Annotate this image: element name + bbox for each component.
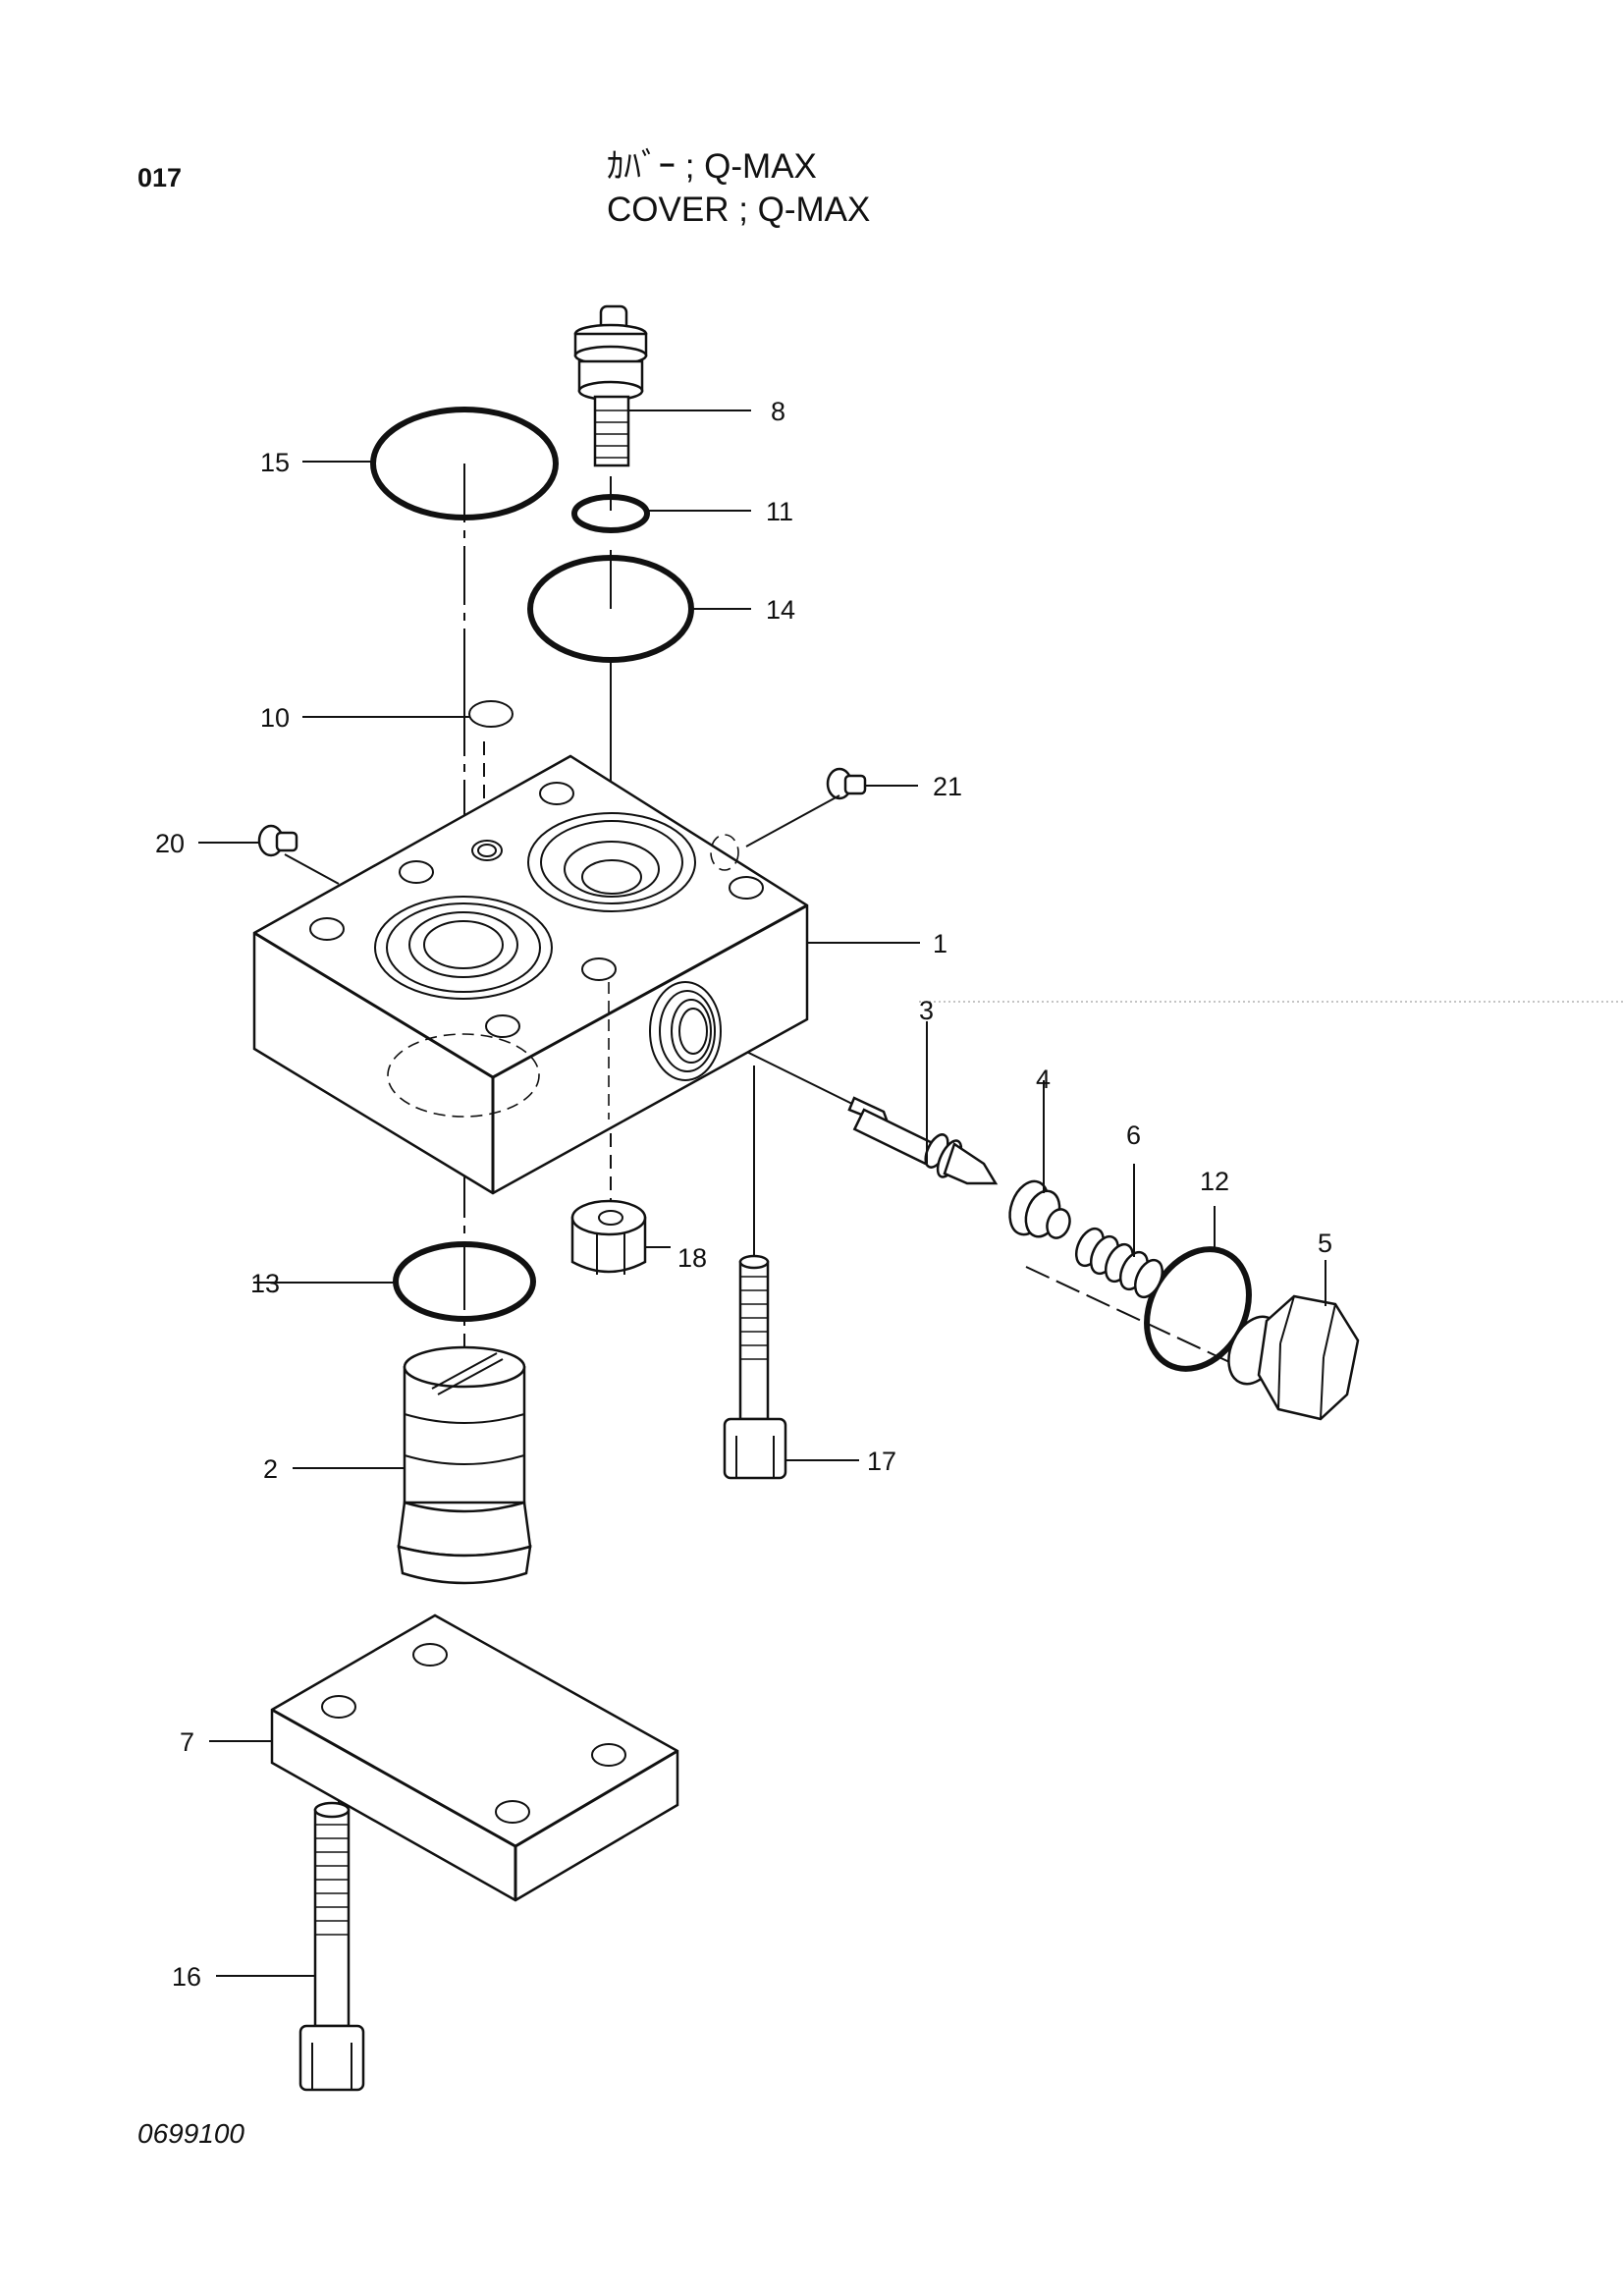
- callout-16: 16: [172, 1962, 201, 1992]
- part-4-seat: [1008, 1179, 1071, 1239]
- part-20-plug: [257, 824, 298, 857]
- callout-10: 10: [260, 703, 290, 733]
- part-15-o-ring: [370, 407, 559, 520]
- callout-11: 11: [766, 497, 793, 526]
- part-17-bolt: [723, 1254, 787, 1480]
- callout-3: 3: [919, 996, 934, 1025]
- callout-12: 12: [1200, 1167, 1229, 1196]
- part-2-plunger: [397, 1345, 532, 1585]
- part-7-plate: [270, 1613, 679, 1902]
- page-number: 017: [137, 163, 183, 192]
- title-block: ｶﾊﾞｰ ; Q-MAX COVER ; Q-MAX: [607, 145, 870, 232]
- part-5-hex-plug: [1227, 1294, 1360, 1421]
- callout-15: 15: [260, 448, 290, 477]
- callout-7: 7: [180, 1727, 194, 1757]
- callout-18: 18: [677, 1243, 707, 1273]
- part-21-plug: [826, 767, 867, 800]
- leader-lines: [198, 410, 1623, 1977]
- callout-6: 6: [1126, 1121, 1141, 1150]
- part-8-plug: [573, 304, 648, 467]
- part-16-bolt: [298, 1801, 365, 2092]
- callout-4: 4: [1036, 1065, 1051, 1094]
- callout-labels: 8 15 11 14 10 21 20 1 3 4 6 12 5 13 18 1…: [155, 397, 1332, 1992]
- part-11-o-ring: [571, 494, 650, 533]
- callout-14: 14: [766, 595, 795, 625]
- callout-21: 21: [933, 772, 962, 801]
- part-18-nut: [570, 1199, 647, 1275]
- title-english: COVER ; Q-MAX: [607, 191, 871, 229]
- callout-13: 13: [250, 1269, 280, 1298]
- part-10-o-ring: [468, 700, 514, 728]
- drawing-number: 0699100: [137, 2118, 245, 2149]
- callout-1: 1: [933, 929, 947, 958]
- callout-17: 17: [867, 1447, 896, 1476]
- title-japanese: ｶﾊﾞｰ ; Q-MAX: [607, 147, 817, 186]
- callout-8: 8: [771, 397, 785, 426]
- part-6-spring: [1074, 1227, 1164, 1299]
- callout-2: 2: [263, 1454, 278, 1484]
- callout-20: 20: [155, 829, 185, 858]
- part-3-poppet: [847, 1096, 999, 1185]
- callout-5: 5: [1318, 1229, 1332, 1258]
- part-1-cover-body: [252, 754, 809, 1195]
